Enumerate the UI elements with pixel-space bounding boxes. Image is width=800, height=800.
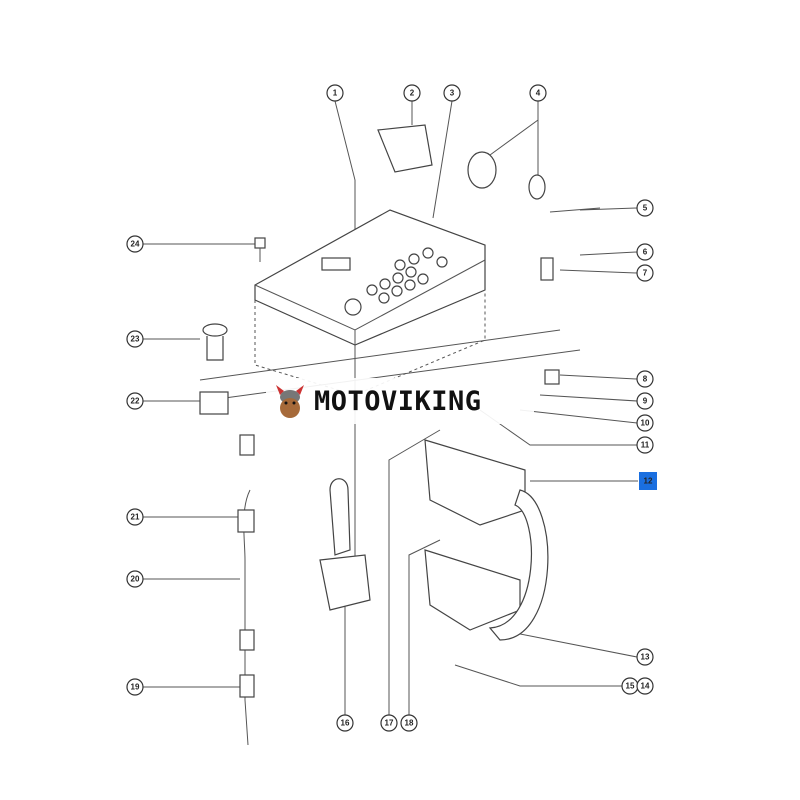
callout-label: 16 xyxy=(341,719,350,728)
callout-16: 16 xyxy=(336,714,354,732)
callout-label: 12 xyxy=(644,477,653,486)
callout-marker xyxy=(639,472,657,490)
callout-9: 9 xyxy=(636,392,654,410)
callout-14: 14 xyxy=(636,677,654,695)
callout-24: 24 xyxy=(126,235,144,253)
callout-13: 13 xyxy=(636,648,654,666)
callout-marker xyxy=(126,392,144,410)
callout-label: 4 xyxy=(536,89,541,98)
watermark-text: MOTOVIKING xyxy=(314,385,482,417)
callout-marker xyxy=(126,508,144,526)
callout-8: 8 xyxy=(636,370,654,388)
callout-23: 23 xyxy=(126,330,144,348)
callout-19: 19 xyxy=(126,678,144,696)
callout-marker xyxy=(126,570,144,588)
callout-marker xyxy=(126,235,144,253)
callout-marker xyxy=(400,714,418,732)
callout-label: 1 xyxy=(333,89,338,98)
callout-marker xyxy=(636,243,654,261)
callout-marker xyxy=(443,84,461,102)
callout-marker xyxy=(636,414,654,432)
callout-label: 7 xyxy=(643,269,648,278)
callout-22: 22 xyxy=(126,392,144,410)
callout-marker xyxy=(326,84,344,102)
callout-label: 22 xyxy=(131,397,140,406)
callout-marker xyxy=(380,714,398,732)
callout-label: 19 xyxy=(131,683,140,692)
callout-marker xyxy=(529,84,547,102)
callout-label: 20 xyxy=(131,575,140,584)
callout-7: 7 xyxy=(636,264,654,282)
callout-label: 3 xyxy=(450,89,455,98)
callout-2: 2 xyxy=(403,84,421,102)
callout-17: 17 xyxy=(380,714,398,732)
callout-marker xyxy=(336,714,354,732)
callout-label: 2 xyxy=(410,89,415,98)
callout-1: 1 xyxy=(326,84,344,102)
callout-label: 10 xyxy=(641,419,650,428)
callout-marker xyxy=(636,436,654,454)
callout-label: 14 xyxy=(641,682,650,691)
callout-marker xyxy=(636,677,654,695)
callout-marker xyxy=(126,678,144,696)
callout-label: 5 xyxy=(643,204,648,213)
callout-label: 8 xyxy=(643,375,648,384)
parts xyxy=(199,124,560,746)
watermark: MOTOVIKING xyxy=(266,378,534,424)
callout-6: 6 xyxy=(636,243,654,261)
callout-label: 13 xyxy=(641,653,650,662)
callout-12: 12 xyxy=(639,472,657,490)
callout-label: 24 xyxy=(131,240,140,249)
callout-15: 15 xyxy=(621,677,639,695)
callout-11: 11 xyxy=(636,436,654,454)
callout-label: 6 xyxy=(643,248,648,257)
callout-label: 17 xyxy=(385,719,394,728)
callout-label: 21 xyxy=(131,513,140,522)
callout-label: 9 xyxy=(643,397,648,406)
callout-marker xyxy=(636,199,654,217)
callout-20: 20 xyxy=(126,570,144,588)
control-box xyxy=(254,209,486,396)
callout-marker xyxy=(403,84,421,102)
callout-3: 3 xyxy=(443,84,461,102)
callout-5: 5 xyxy=(636,199,654,217)
switch-holes xyxy=(366,247,448,304)
callout-21: 21 xyxy=(126,508,144,526)
callout-label: 18 xyxy=(405,719,414,728)
callout-marker xyxy=(636,370,654,388)
callout-marker xyxy=(636,392,654,410)
callout-10: 10 xyxy=(636,414,654,432)
callout-label: 23 xyxy=(131,335,140,344)
callout-marker xyxy=(126,330,144,348)
callout-label: 11 xyxy=(641,441,650,450)
callout-marker xyxy=(636,264,654,282)
callout-4: 4 xyxy=(529,84,547,102)
callout-label: 15 xyxy=(626,682,635,691)
callout-marker xyxy=(636,648,654,666)
viking-logo-icon xyxy=(276,385,304,418)
callout-18: 18 xyxy=(400,714,418,732)
